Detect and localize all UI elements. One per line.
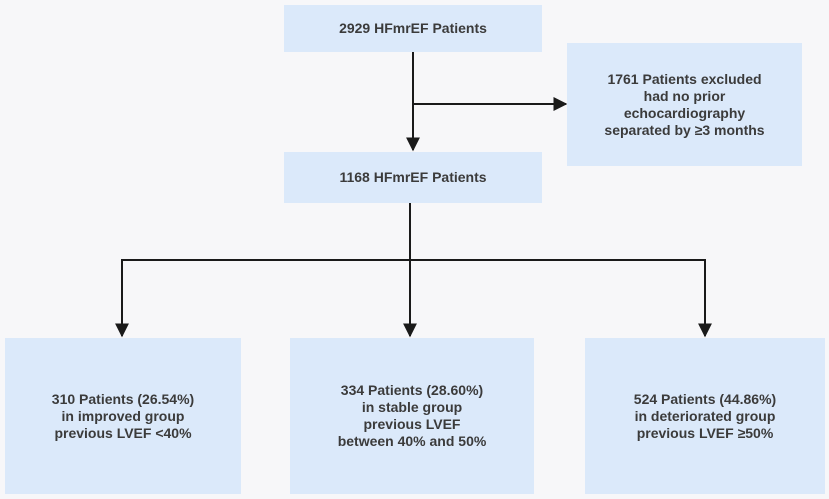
node-stable-group: 334 Patients (28.60%) in stable group pr… bbox=[290, 338, 534, 494]
node-deteriorated-label: 524 Patients (44.86%) in deteriorated gr… bbox=[633, 390, 777, 441]
node-initial-label: 2929 HFmrEF Patients bbox=[339, 20, 487, 36]
node-excluded-label: 1761 Patients excluded had no prior echo… bbox=[604, 70, 765, 138]
node-included-patients: 1168 HFmrEF Patients bbox=[284, 152, 542, 203]
node-deteriorated-group: 524 Patients (44.86%) in deteriorated gr… bbox=[585, 338, 825, 494]
node-improved-label: 310 Patients (26.54%) in improved group … bbox=[51, 390, 195, 441]
node-excluded-patients: 1761 Patients excluded had no prior echo… bbox=[567, 43, 802, 166]
node-improved-group: 310 Patients (26.54%) in improved group … bbox=[5, 338, 241, 494]
node-included-label: 1168 HFmrEF Patients bbox=[339, 169, 487, 185]
node-initial-patients: 2929 HFmrEF Patients bbox=[284, 5, 542, 52]
node-stable-label: 334 Patients (28.60%) in stable group pr… bbox=[337, 382, 487, 449]
